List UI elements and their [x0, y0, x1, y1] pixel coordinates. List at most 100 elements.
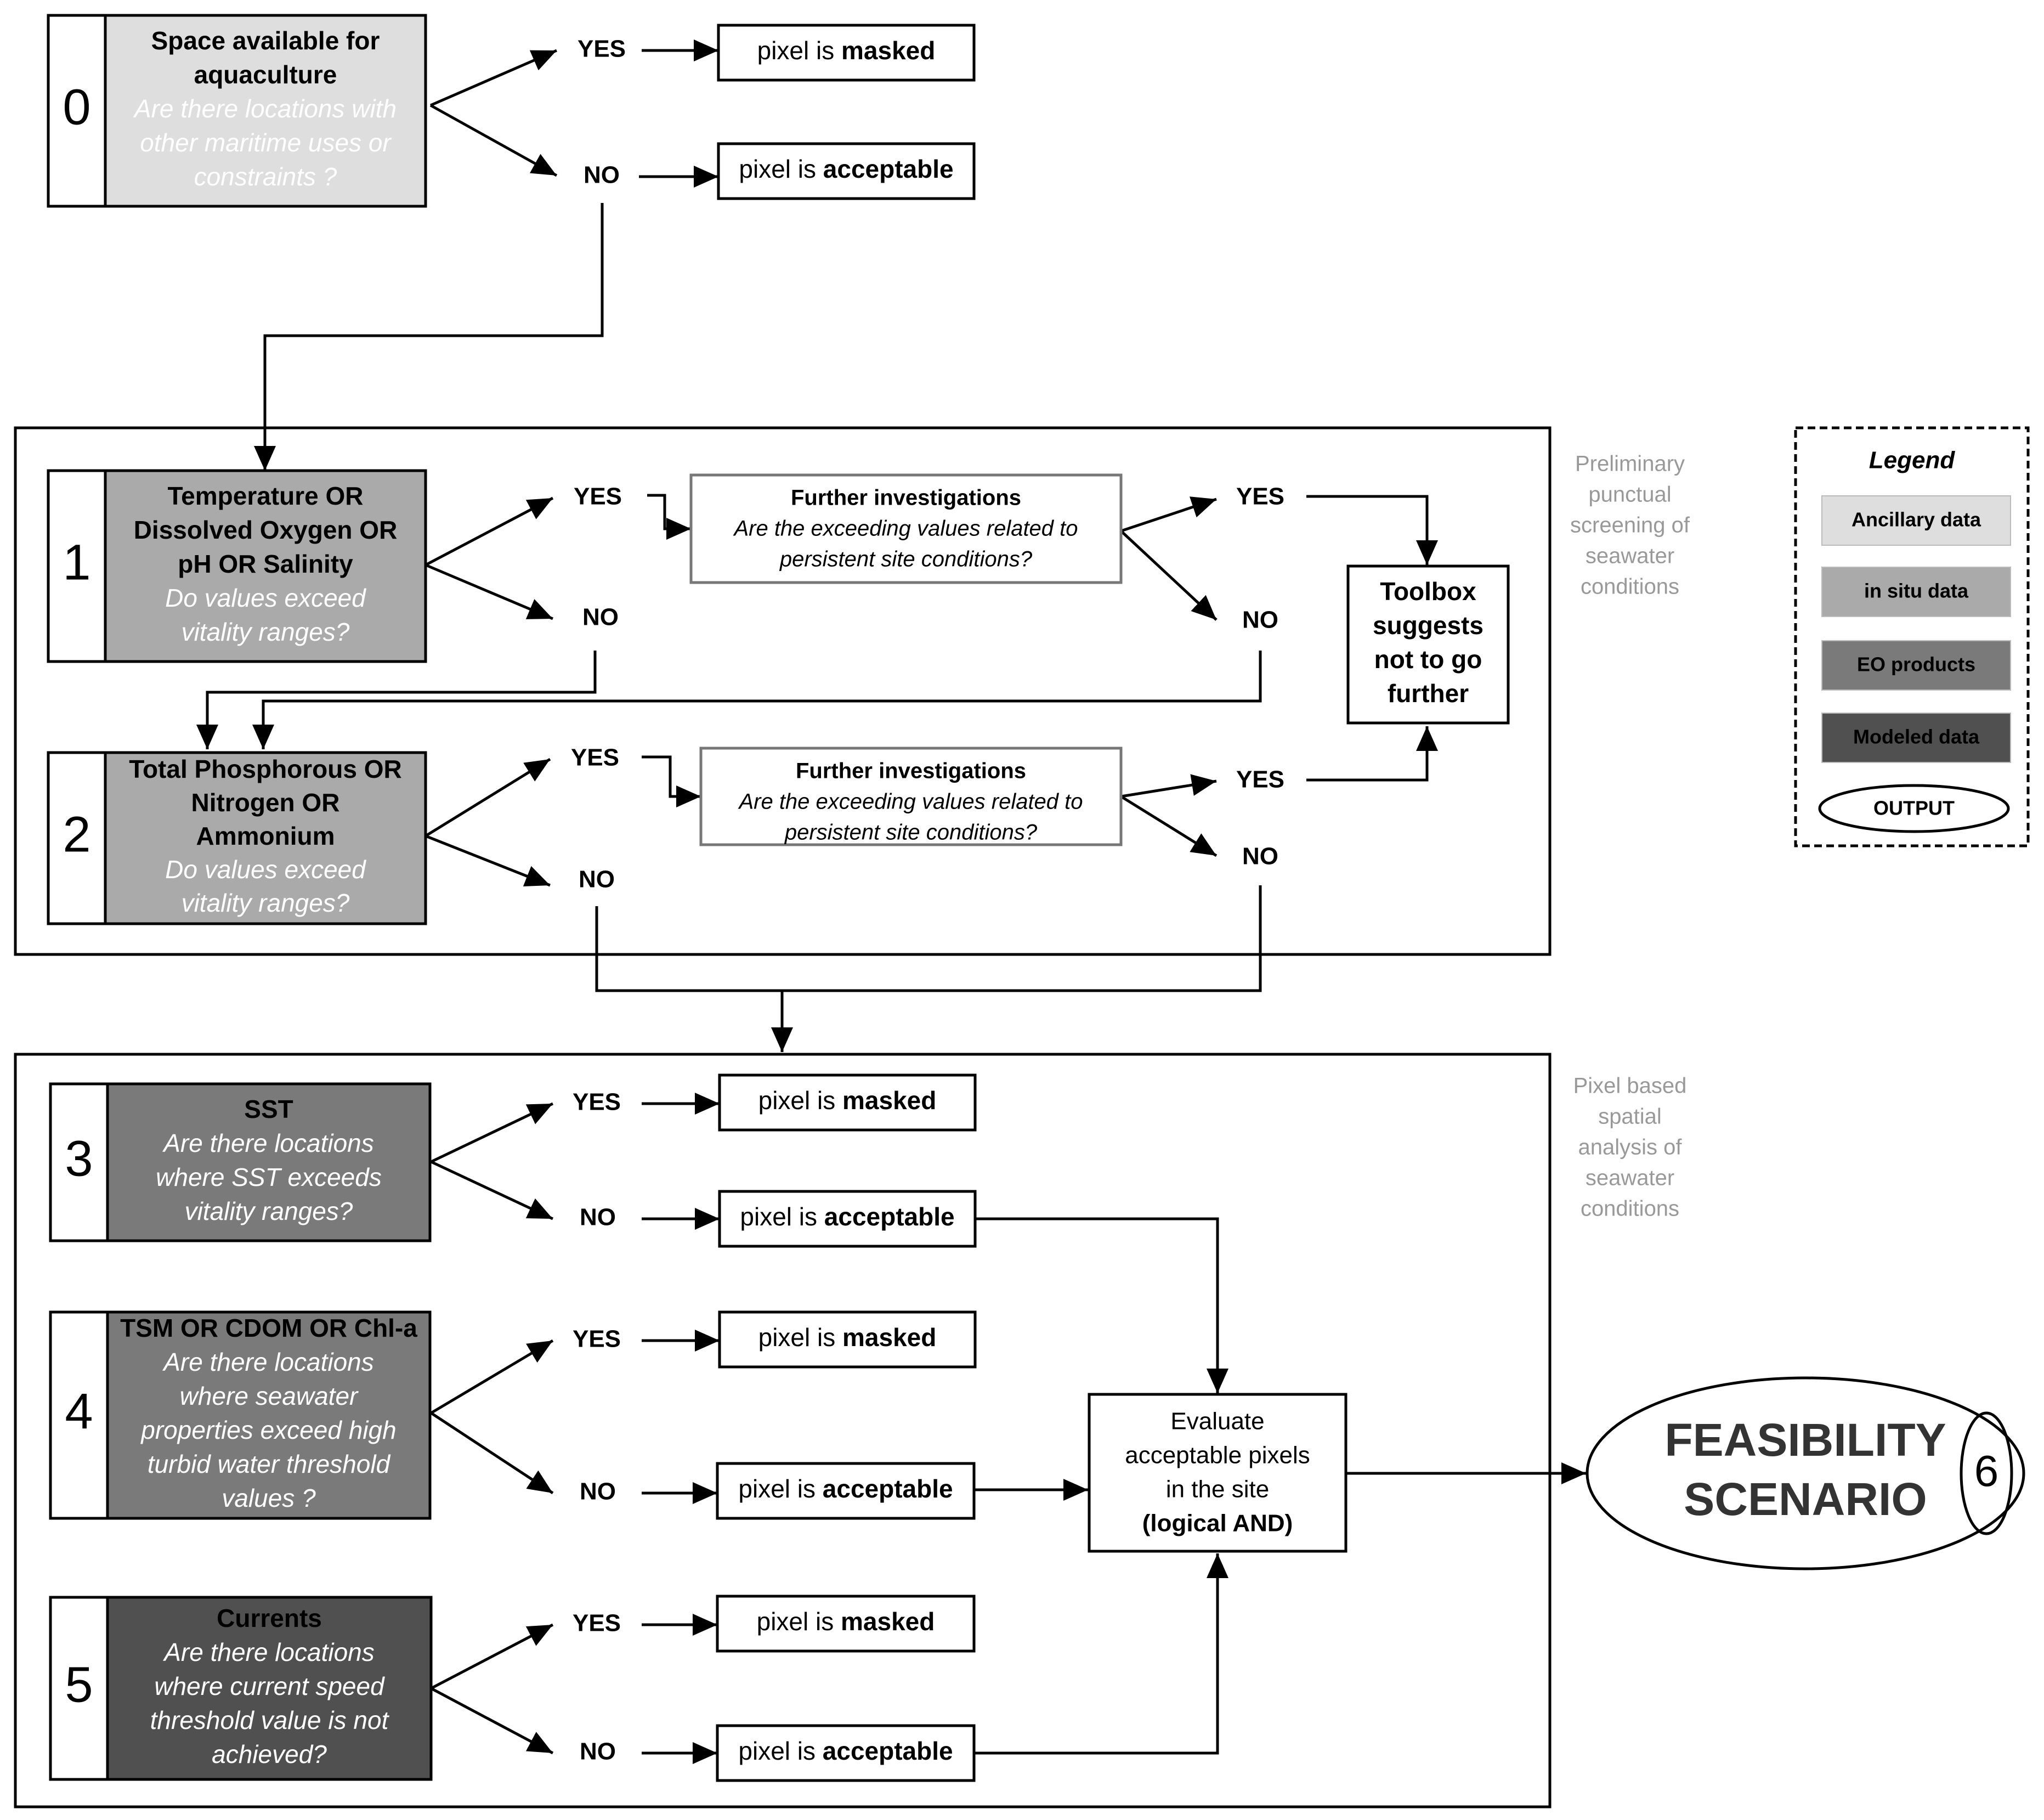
- step0-yes-label: YES: [577, 36, 626, 63]
- step2-no-merge: [595, 885, 1262, 992]
- output-ellipse: [1586, 1376, 2025, 1570]
- step-number: 1: [63, 534, 90, 590]
- step4-acceptable-box: pixel is acceptable: [716, 1462, 976, 1520]
- step4-yes-label: YES: [573, 1326, 621, 1353]
- evaluate-text: in the site: [1166, 1476, 1269, 1503]
- step-question: turbid water threshold: [148, 1450, 391, 1478]
- step-question: vitality ranges?: [182, 618, 350, 646]
- step4-yes-branch: [430, 1339, 554, 1415]
- step0-masked-box: pixel is masked: [717, 24, 976, 82]
- outcome-text: pixel is masked: [758, 1323, 937, 1352]
- step3-no-branch: [430, 1160, 554, 1220]
- step-title: Dissolved Oxygen OR: [134, 516, 398, 544]
- legend-output-ellipse: [1818, 784, 2010, 833]
- step-title: aquaculture: [194, 60, 337, 89]
- step1-further-yes-branch: [1120, 496, 1217, 533]
- step1-further-yes-label: YES: [1236, 483, 1284, 510]
- legend-item-label: Modeled data: [1853, 726, 1980, 748]
- outcome-bold: acceptable: [823, 1737, 953, 1765]
- legend-swatch: [1821, 567, 2011, 617]
- outcome-frame: [716, 1724, 976, 1782]
- legend-swatch: [1821, 495, 2011, 546]
- step4-no-branch: [430, 1411, 554, 1495]
- step-question: other maritime uses or: [140, 128, 392, 157]
- step2-yes-to-toolbox: [1306, 726, 1438, 782]
- step-content-cell: [104, 14, 427, 208]
- step-question: Do values exceed: [165, 855, 366, 884]
- outcome-prefix: pixel is: [739, 155, 823, 183]
- panel-preliminary-screening: [14, 426, 1552, 956]
- outcome-text: pixel is acceptable: [738, 1737, 953, 1765]
- step-number: 2: [63, 806, 90, 862]
- step-content-cell: [104, 469, 427, 663]
- toolbox-frame: [1346, 564, 1510, 725]
- legend-item-label: EO products: [1857, 653, 1975, 676]
- evaluate-bold: (logical AND): [1142, 1510, 1293, 1537]
- outcome-prefix: pixel is: [757, 1607, 841, 1636]
- legend-swatch: [1821, 640, 2011, 691]
- step-question: where seawater: [180, 1382, 359, 1410]
- step2-further-no-label: NO: [1242, 843, 1278, 870]
- output-number-ellipse: [1960, 1411, 2013, 1535]
- step-title: TSM OR CDOM OR Chl-a: [120, 1314, 417, 1342]
- outcome-text: pixel is acceptable: [738, 1474, 953, 1503]
- step0-acceptable-box: pixel is acceptable: [717, 142, 976, 200]
- outcome-text: pixel is acceptable: [740, 1202, 954, 1231]
- further-question: persistent site conditions?: [779, 547, 1033, 572]
- outcome-frame: [718, 1073, 977, 1132]
- step3-yes-branch: [430, 1102, 554, 1163]
- step2-yes-branch: [424, 758, 551, 838]
- step-title: Ammonium: [196, 822, 335, 850]
- outcome-text: pixel is masked: [757, 36, 936, 65]
- panel-note-pixel-based-line: analysis of: [1578, 1135, 1683, 1160]
- outcome-frame: [716, 1595, 976, 1653]
- further-question: Are the exceeding values related to: [738, 790, 1083, 814]
- step-question: Are there locations: [162, 1348, 374, 1376]
- step-number-cell: [49, 1082, 109, 1242]
- evaluate-frame: [1088, 1393, 1347, 1553]
- step2-further-yes-branch: [1120, 774, 1217, 798]
- step-question: achieved?: [212, 1740, 327, 1768]
- outcome-frame: [717, 142, 976, 200]
- step-number: 5: [65, 1657, 93, 1712]
- step2-no-label: NO: [579, 866, 615, 893]
- step-content-cell: [106, 1596, 433, 1781]
- outcome-prefix: pixel is: [738, 1737, 822, 1765]
- panel-note-pixel-based-line: Pixel based: [1573, 1074, 1687, 1098]
- step-number-cell: [47, 751, 107, 925]
- step-question: Do values exceed: [165, 584, 366, 612]
- further-frame: [689, 473, 1123, 584]
- step-title: SST: [244, 1095, 293, 1123]
- step5-yes-branch: [430, 1623, 554, 1690]
- outcome-bold: masked: [841, 36, 935, 65]
- step-question: properties exceed high: [140, 1416, 396, 1444]
- outcome-prefix: pixel is: [757, 36, 841, 65]
- outcome-text: pixel is masked: [757, 1607, 935, 1636]
- step2-further-yes-label: YES: [1236, 766, 1284, 793]
- step1-yes-label: YES: [574, 483, 622, 510]
- step5-acceptable-to-evaluate: [975, 1553, 1228, 1755]
- step3-masked-box: pixel is masked: [718, 1073, 977, 1132]
- step1-no-to-step2: [196, 651, 597, 749]
- step2-further-no-branch: [1120, 795, 1218, 857]
- evaluate-text: acceptable pixels: [1125, 1442, 1310, 1469]
- step-question: constraints ?: [194, 162, 337, 191]
- panel-note-preliminary-line: seawater: [1586, 544, 1674, 568]
- legend-swatch: [1821, 713, 2011, 763]
- further-question: persistent site conditions?: [784, 821, 1038, 845]
- outcome-text: pixel is masked: [758, 1086, 937, 1115]
- outcome-bold: masked: [842, 1323, 936, 1352]
- step2-yes-arrow: [642, 755, 701, 807]
- legend-title: Legend: [1869, 447, 1956, 474]
- step-question: vitality ranges?: [185, 1197, 353, 1225]
- step1-no-label: NO: [582, 604, 619, 631]
